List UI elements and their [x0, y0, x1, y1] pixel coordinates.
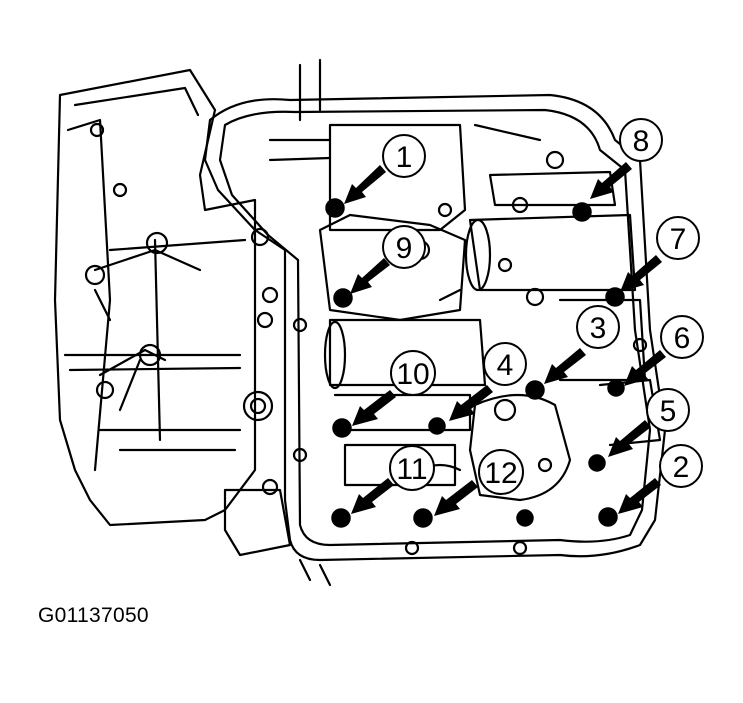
svg-text:2: 2: [673, 451, 690, 484]
svg-text:10: 10: [396, 358, 429, 391]
callout-12: 12: [478, 449, 524, 495]
arrow-11: [351, 478, 394, 514]
bolt-2: [598, 507, 618, 527]
bolt-10: [332, 418, 352, 438]
arrow-2: [618, 478, 661, 514]
callout-5: 5: [646, 388, 690, 432]
arrow-9: [350, 258, 390, 294]
bolt-5: [588, 454, 606, 472]
arrow-4: [449, 385, 493, 421]
svg-text:8: 8: [633, 125, 650, 158]
callout-11: 11: [389, 445, 435, 491]
arrow-3: [544, 348, 586, 384]
bolt-extra: [516, 509, 534, 527]
bolt-12: [413, 508, 433, 528]
callout-4: 4: [483, 342, 527, 386]
callout-3: 3: [576, 305, 620, 349]
arrow-12: [434, 480, 478, 516]
bolts: [325, 198, 625, 528]
svg-text:9: 9: [396, 232, 413, 265]
callout-1: 1: [382, 134, 426, 178]
bolt-8: [572, 202, 592, 222]
svg-text:7: 7: [670, 223, 687, 256]
svg-text:4: 4: [497, 349, 514, 382]
bolt-6: [607, 379, 625, 397]
callout-arrows: [344, 162, 666, 516]
svg-text:12: 12: [484, 457, 517, 490]
arrow-5: [608, 420, 651, 457]
bolt-3: [525, 380, 545, 400]
arrow-8: [590, 162, 632, 199]
callouts: 1 8 9 7 3 6 4 10: [382, 118, 704, 495]
valve-body: [223, 58, 662, 587]
svg-text:5: 5: [660, 395, 677, 428]
bolt-1: [325, 198, 345, 218]
callout-9: 9: [382, 225, 426, 269]
bolt-7: [605, 287, 625, 307]
callout-2: 2: [659, 444, 703, 488]
callout-8: 8: [619, 118, 663, 162]
gasket-outline: [203, 93, 667, 562]
arrow-10: [352, 390, 396, 426]
callout-10: 10: [390, 350, 436, 396]
transmission-case: [53, 68, 274, 527]
callout-6: 6: [660, 315, 704, 359]
bolt-9: [333, 288, 353, 308]
arrow-1: [344, 165, 386, 204]
svg-text:6: 6: [674, 322, 691, 355]
arrow-7: [620, 255, 662, 292]
svg-text:11: 11: [396, 453, 427, 486]
callout-7: 7: [656, 216, 700, 260]
bolt-4: [428, 417, 446, 435]
svg-text:3: 3: [590, 312, 607, 345]
bolt-11: [331, 508, 351, 528]
figure-id-label: G01137050: [38, 604, 149, 627]
svg-text:1: 1: [396, 141, 413, 174]
arrow-6: [624, 350, 666, 386]
